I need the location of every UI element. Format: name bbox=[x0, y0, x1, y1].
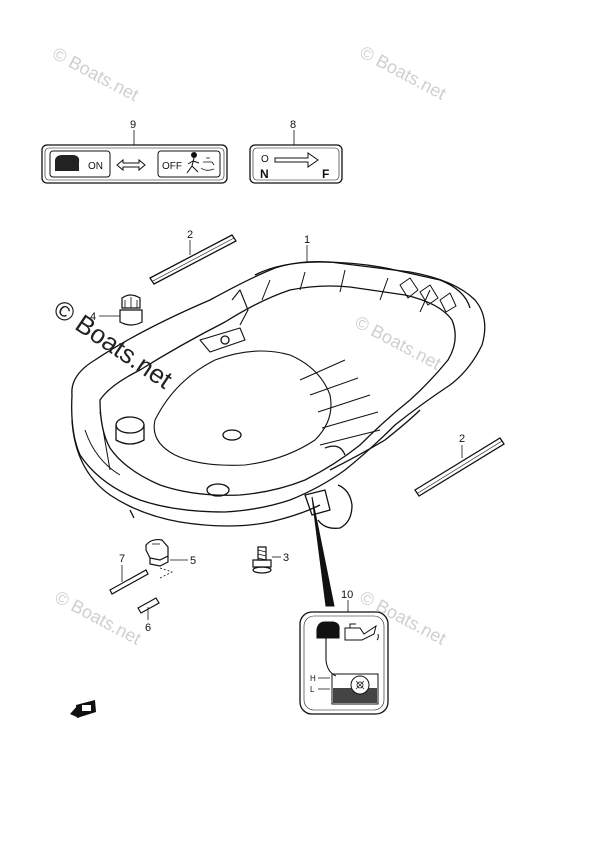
cowling-skirt bbox=[71, 419, 321, 527]
decal-10-inner-outline bbox=[303, 615, 385, 711]
clip-part-5 bbox=[145, 538, 169, 567]
watermark-top-left: © Boats.net bbox=[49, 43, 142, 105]
decal-9-on-label: ON bbox=[88, 161, 103, 172]
decal-8-inner-outline bbox=[252, 147, 340, 181]
decal-8-f-label: F bbox=[322, 167, 329, 181]
callout-10: 10 bbox=[341, 589, 353, 601]
front-direction-icon bbox=[70, 700, 96, 718]
dipstick-icon bbox=[316, 621, 340, 677]
decal-8-n-label: N bbox=[260, 167, 269, 181]
decal-9-off-panel bbox=[157, 150, 221, 178]
lower-cowling bbox=[71, 260, 486, 529]
watermark-top-right: © Boats.net bbox=[357, 42, 450, 104]
watermark-text: © Boats.net bbox=[357, 587, 450, 649]
oil-can-icon bbox=[344, 623, 379, 641]
knob-part-4 bbox=[119, 294, 143, 326]
watermark-bottom-right: © Boats.net bbox=[357, 587, 450, 649]
watermark-bottom-left: © Boats.net bbox=[52, 587, 145, 649]
callout-5: 5 bbox=[190, 555, 196, 567]
right-arrow-icon bbox=[274, 152, 319, 168]
decal-9-off-label: OFF bbox=[162, 161, 182, 172]
decal-10-outline bbox=[299, 611, 389, 715]
cowling-tab-bottom bbox=[129, 509, 135, 519]
cowling-outer-rim bbox=[71, 260, 486, 513]
oil-level-icon bbox=[318, 673, 379, 705]
cowling-drain-housing bbox=[317, 484, 353, 529]
callout-2-upper: 2 bbox=[187, 229, 193, 241]
person-falling-icon bbox=[186, 152, 215, 174]
cowling-center-boss bbox=[222, 429, 242, 441]
decal-8-outline bbox=[249, 144, 343, 184]
decal-9: ON OFF bbox=[41, 144, 228, 184]
cowling-bracket-hole bbox=[220, 335, 230, 345]
watermark-text: © Boats.net bbox=[52, 587, 145, 649]
cowling-side-slot bbox=[324, 445, 346, 456]
watermark-text: © Boats.net bbox=[352, 312, 445, 374]
cowling-rim-tabs bbox=[399, 277, 457, 313]
decal-8-o-label: O bbox=[261, 154, 269, 165]
decal-10-h-label: H bbox=[310, 674, 316, 683]
cowling-ribs-inner bbox=[299, 359, 381, 446]
decal-9-inner-outline bbox=[44, 147, 225, 181]
cowling-latch bbox=[231, 289, 249, 326]
cowling-left-boss-body bbox=[115, 425, 145, 445]
callout-9: 9 bbox=[130, 119, 136, 131]
cowling-inner-rim bbox=[99, 285, 456, 496]
decal-9-outline bbox=[41, 144, 228, 184]
callout-7: 7 bbox=[119, 553, 125, 565]
decal-9-on-panel bbox=[49, 150, 111, 178]
watermark-text: © Boats.net bbox=[357, 42, 450, 104]
callout-6: 6 bbox=[145, 622, 151, 634]
decal-10-l-label: L bbox=[310, 685, 315, 694]
cowling-front-boss bbox=[206, 483, 230, 497]
pin-part-6 bbox=[137, 597, 160, 614]
watermark-middle-right: © Boats.net bbox=[352, 312, 445, 374]
callout-3: 3 bbox=[283, 552, 289, 564]
rod-part-7 bbox=[109, 569, 149, 595]
seal-strip-upper bbox=[149, 234, 237, 285]
leader-lines bbox=[99, 130, 463, 620]
cowling-left-boss bbox=[115, 416, 145, 434]
seal-strip-lower bbox=[414, 437, 505, 497]
decal-10-pointer bbox=[311, 496, 335, 607]
decal-10: H L bbox=[299, 611, 389, 715]
watermark-large-text: © Boats.net bbox=[48, 293, 178, 394]
watermark-large: © Boats.net bbox=[48, 293, 178, 394]
watermark-text: © Boats.net bbox=[49, 43, 142, 105]
callout-1: 1 bbox=[304, 234, 310, 246]
callout-numbers: 9 8 1 2 2 4 3 5 7 6 10 bbox=[90, 119, 465, 634]
callout-8: 8 bbox=[290, 119, 296, 131]
cowling-ribs-rear bbox=[261, 269, 431, 313]
lanyard-clip-icon bbox=[55, 155, 80, 171]
cowling-left-detail bbox=[84, 411, 121, 476]
cowling-skirt-right bbox=[329, 409, 421, 471]
leader-5-dash bbox=[159, 567, 174, 579]
callout-2-lower: 2 bbox=[459, 433, 465, 445]
cowling-lever-bracket bbox=[199, 327, 246, 353]
cowling-floor-opening bbox=[153, 350, 332, 466]
cowling-rear-wall bbox=[254, 261, 471, 309]
cowling-drain-tab bbox=[304, 489, 331, 516]
decal-8: O N F bbox=[249, 144, 343, 184]
double-arrow-icon bbox=[116, 158, 146, 172]
screw-part-3 bbox=[252, 546, 272, 574]
callout-4: 4 bbox=[90, 311, 96, 323]
